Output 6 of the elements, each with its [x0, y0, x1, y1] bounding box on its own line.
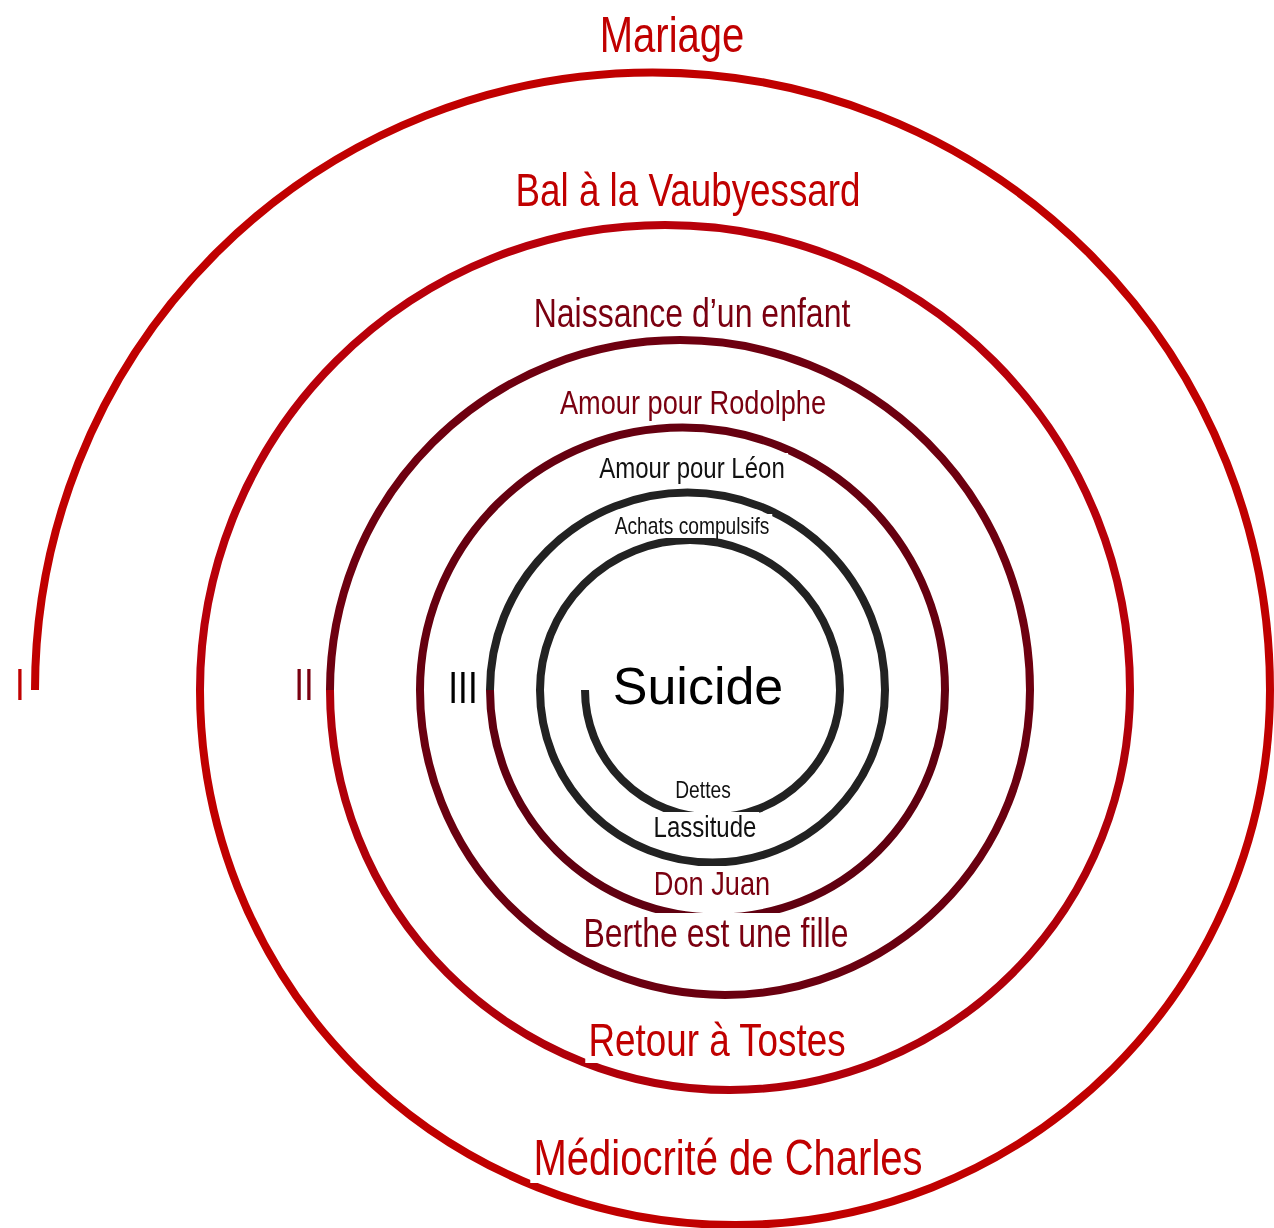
- event-label: Achats compulsifs: [611, 514, 773, 538]
- event-label: Amour pour Léon: [596, 453, 788, 483]
- part-numeral: II: [293, 663, 315, 707]
- part-numeral: I: [14, 663, 26, 707]
- center-label: Suicide: [611, 660, 785, 712]
- part-numeral: III: [447, 666, 479, 710]
